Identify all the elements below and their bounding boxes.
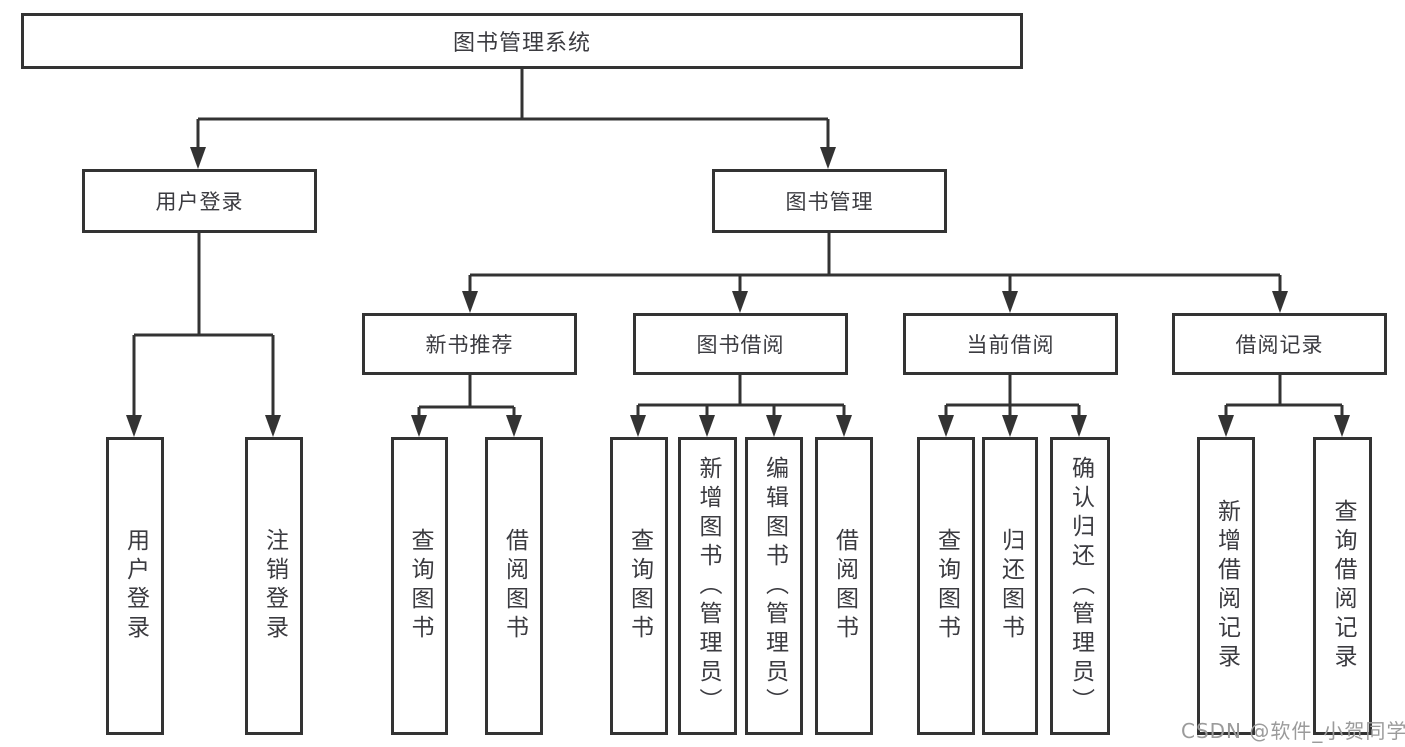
node-label: 图书管理 <box>785 190 874 214</box>
node-current-borrow: 当前借阅 <box>903 313 1118 375</box>
leaf-query-borrow-record: 查询借阅记录 <box>1313 437 1372 735</box>
leaf-borrow-books: 借阅图书 <box>815 437 873 735</box>
node-root-system: 图书管理系统 <box>21 13 1023 69</box>
node-label: 新书推荐 <box>425 333 514 357</box>
node-label: 查询图书 <box>626 528 653 644</box>
leaf-borrow-books-recommend: 借阅图书 <box>485 437 543 735</box>
node-label: 编辑图书（管理员） <box>761 455 788 717</box>
node-label: 归还图书 <box>997 528 1024 644</box>
node-label: 借阅记录 <box>1235 333 1324 357</box>
node-label: 用户登录 <box>155 190 244 214</box>
csdn-watermark: CSDN @软件_小贺同学 <box>1181 719 1405 743</box>
leaf-add-borrow-record: 新增借阅记录 <box>1197 437 1255 735</box>
leaf-edit-books-admin: 编辑图书（管理员） <box>745 437 803 735</box>
node-label: 图书借阅 <box>696 333 785 357</box>
leaf-query-books-borrow: 查询图书 <box>610 437 668 735</box>
leaf-query-books-current: 查询图书 <box>917 437 975 735</box>
leaf-return-books: 归还图书 <box>982 437 1038 735</box>
node-borrow-records: 借阅记录 <box>1172 313 1387 375</box>
node-label: 查询图书 <box>933 528 960 644</box>
node-label: 查询借阅记录 <box>1330 499 1356 673</box>
node-label: 借阅图书 <box>501 528 528 644</box>
node-label: 用户登录 <box>122 528 149 644</box>
node-label: 查询图书 <box>407 528 433 644</box>
node-book-borrow: 图书借阅 <box>633 313 848 375</box>
leaf-logout: 注销登录 <box>245 437 303 735</box>
leaf-user-login: 用户登录 <box>106 437 164 735</box>
node-label: 新增借阅记录 <box>1213 499 1240 673</box>
node-label: 注销登录 <box>261 528 288 644</box>
leaf-add-books-admin: 新增图书（管理员） <box>678 437 737 735</box>
node-label: 当前借阅 <box>966 333 1055 357</box>
arrowhead-icons <box>126 147 1350 437</box>
node-label: 新增图书（管理员） <box>695 455 721 717</box>
node-label: 借阅图书 <box>831 528 858 644</box>
node-user-login: 用户登录 <box>82 169 317 233</box>
leaf-query-books-recommend: 查询图书 <box>391 437 448 735</box>
leaf-confirm-return-admin: 确认归还（管理员） <box>1050 437 1110 735</box>
node-label: 图书管理系统 <box>452 31 591 56</box>
node-new-book-recommend: 新书推荐 <box>362 313 577 375</box>
node-book-management: 图书管理 <box>712 169 947 233</box>
node-label: 确认归还（管理员） <box>1067 455 1094 717</box>
